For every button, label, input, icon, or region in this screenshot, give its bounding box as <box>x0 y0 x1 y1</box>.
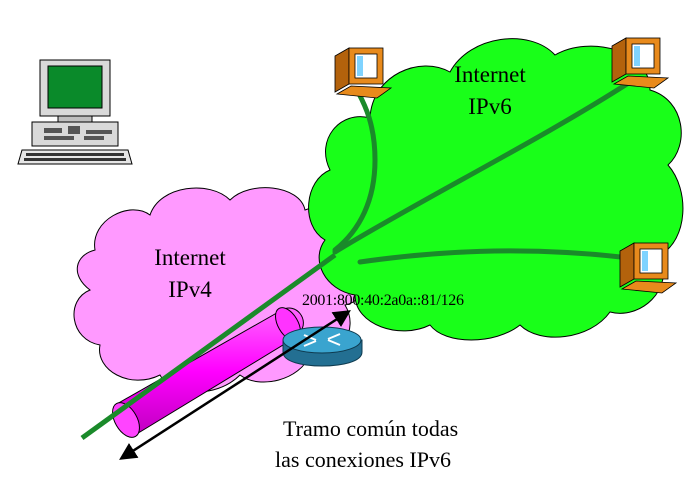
ipv4-cloud-label-line2: IPv4 <box>168 277 212 302</box>
caption-line2: las conexiones IPv6 <box>275 447 451 472</box>
caption-line1: Tramo común todas <box>283 416 459 441</box>
ipv4-cloud-label-line1: Internet <box>154 245 226 270</box>
ipv6-cloud-label-line2: IPv6 <box>468 94 512 119</box>
route-to-host-a <box>332 89 378 253</box>
ipv6-host-icon <box>619 242 678 294</box>
ipv6-host-icon <box>334 47 393 99</box>
route-to-host-b <box>332 79 633 255</box>
ipv6-host-icon <box>611 37 670 89</box>
common-segment-arrow <box>119 310 351 460</box>
route-to-host-c <box>357 248 633 265</box>
desktop-pc-icon <box>17 59 133 165</box>
ipv6-cloud-label-line1: Internet <box>454 62 526 87</box>
ipv6-address-label: 2001:800:40:2a0a::81/126 <box>302 292 464 309</box>
ipv6-routes <box>332 79 633 265</box>
